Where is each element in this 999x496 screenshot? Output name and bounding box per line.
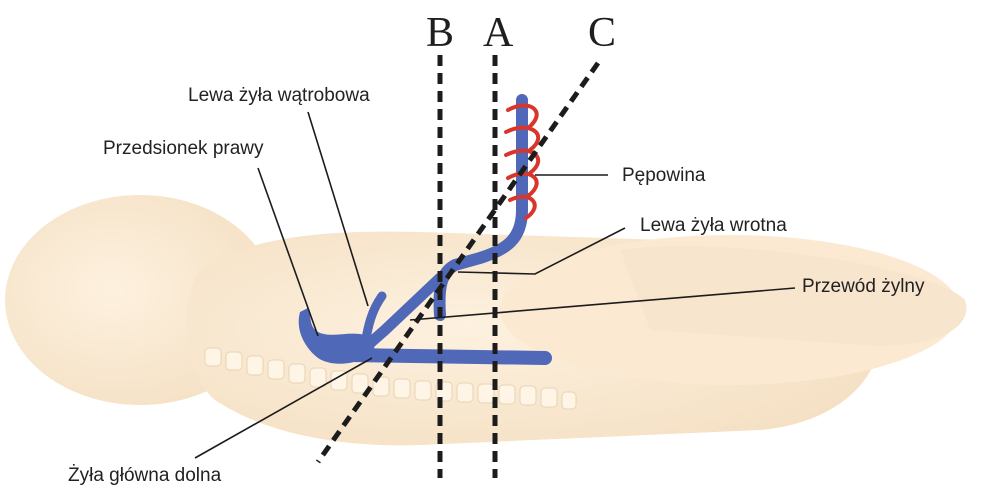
plane-label-b: B — [426, 12, 454, 54]
label-left-hepatic-vein: Lewa żyła wątrobowa — [188, 86, 370, 105]
plane-label-a: A — [483, 12, 513, 54]
label-right-atrium: Przedsionek prawy — [103, 139, 264, 158]
plane-label-c: C — [588, 12, 616, 54]
label-inferior-vena-cava: Żyła główna dolna — [68, 466, 221, 485]
label-ductus-venosus: Przewód żylny — [802, 277, 925, 296]
label-left-portal-vein: Lewa żyła wrotna — [640, 216, 787, 235]
fetus-body — [5, 195, 966, 445]
inferior-vena-cava-vessel — [350, 355, 545, 358]
label-umbilical-cord: Pępowina — [622, 166, 705, 185]
